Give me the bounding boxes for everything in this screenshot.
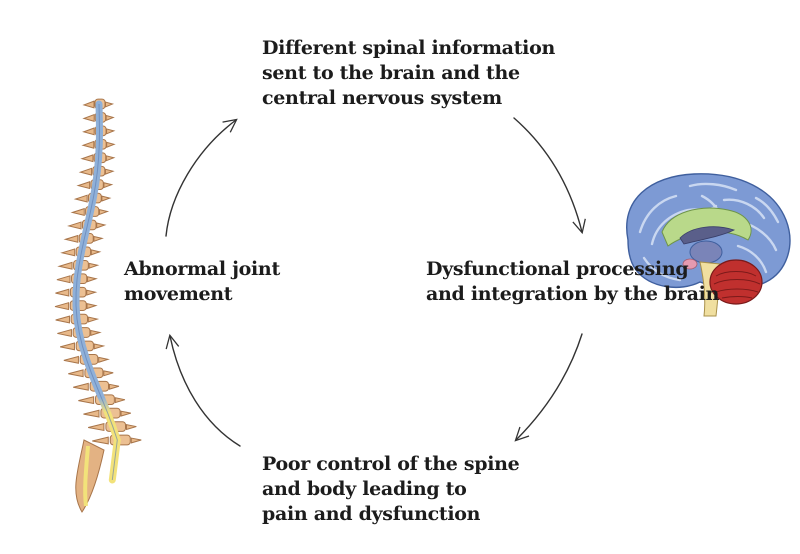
vertebra-process (86, 303, 98, 310)
vertebra-process (92, 436, 109, 445)
node-line: pain and dysfunction (262, 503, 481, 525)
vertebra-process (104, 168, 115, 175)
arrow-to-abnormal-joint (165, 333, 241, 447)
vertebra-process (93, 235, 104, 243)
spine-illustration (54, 98, 142, 513)
vertebra-process (60, 342, 75, 351)
vertebra-process (108, 383, 120, 390)
node-line: Abnormal joint (124, 258, 280, 280)
node-abnormal-joint: Abnormal joint movement (124, 257, 280, 307)
arrow-to-poor-control (514, 333, 583, 442)
vertebra-process (103, 182, 114, 189)
vertebra-process (68, 369, 84, 378)
vertebra-process (63, 355, 79, 364)
vertebra-process (67, 221, 82, 230)
node-line: and body leading to (262, 478, 467, 500)
vertebra-process (105, 155, 116, 162)
vertebra-process (82, 100, 95, 109)
vertebra-process (88, 262, 100, 269)
node-line: movement (124, 283, 233, 305)
vertebra-process (90, 249, 102, 256)
vertebra-process (90, 329, 102, 337)
vertebra-process (93, 343, 106, 350)
vertebra-process (125, 424, 137, 431)
vertebra-process (114, 397, 126, 404)
node-poor-control: Poor control of the spine and body leadi… (262, 452, 520, 527)
vertebra-process (73, 194, 88, 203)
vertebra-process (55, 315, 70, 324)
vertebra-process (86, 289, 98, 296)
vertebra-process (87, 316, 100, 323)
vertebra-process (83, 409, 100, 418)
brain-illustration (626, 173, 791, 317)
node-spinal-information: Different spinal information sent to the… (262, 36, 555, 111)
vertebra-process (106, 128, 116, 135)
vertebra-process (57, 328, 72, 337)
arrow-to-brain-processing (513, 117, 586, 235)
node-line: and integration by the brain (426, 283, 720, 305)
vertebra-process (80, 154, 94, 163)
vertebra-process (81, 140, 95, 149)
vertebra-process (120, 410, 131, 417)
vertebra-process (55, 288, 70, 297)
vertebra-process (101, 195, 112, 202)
vertebra-process (96, 222, 107, 229)
node-line: Dysfunctional processing (426, 258, 689, 280)
vertebra-process (82, 127, 95, 136)
vertebra-process (88, 423, 105, 432)
vertebra-process (130, 437, 142, 444)
node-line: Different spinal information (262, 37, 555, 59)
vertebra-process (103, 370, 114, 377)
vertebra-process (70, 207, 85, 217)
vertebra-process (73, 382, 89, 391)
vertebra-process (87, 276, 98, 283)
vertebra-process (78, 396, 95, 405)
vertebra-process (82, 113, 95, 122)
vertebra-process (76, 181, 91, 190)
arrow-to-spinal-info (165, 118, 238, 237)
vertebra-process (78, 167, 93, 176)
node-brain-processing: Dysfunctional processing and integration… (426, 257, 719, 307)
vertebra-process (60, 248, 76, 257)
vertebra-process (63, 234, 79, 243)
node-line: central nervous system (262, 87, 502, 109)
vertebra-process (56, 275, 71, 284)
vertebra-process (57, 261, 73, 270)
vertebra-process (54, 302, 70, 311)
vertebra-process (105, 101, 115, 108)
node-line: Poor control of the spine (262, 453, 520, 475)
vertebra-process (98, 356, 110, 363)
vertebra-process (98, 208, 110, 216)
vertebra-process (106, 141, 116, 148)
node-line: sent to the brain and the (262, 62, 520, 84)
vertebra-process (105, 114, 115, 122)
